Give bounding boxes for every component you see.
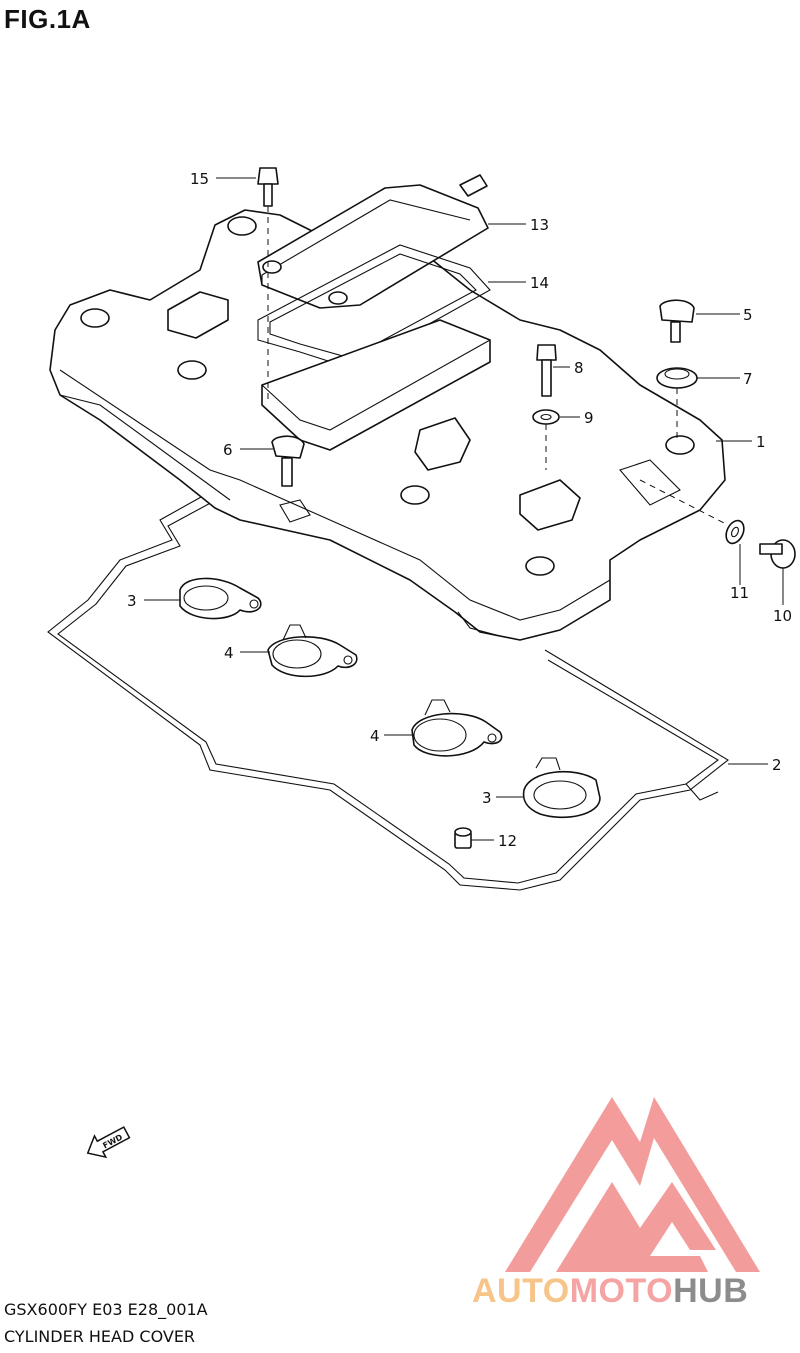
callout-4-front: 4 [224, 644, 234, 662]
cover-bolt-5 [659, 299, 695, 343]
watermark-part2: MOTO [569, 1272, 674, 1310]
callout-3-front: 3 [127, 592, 137, 610]
fwd-arrow-icon: FWD [86, 1126, 131, 1159]
figure-title: FIG.1A [4, 4, 91, 34]
grommet-7 [656, 367, 698, 389]
callout-5: 5 [743, 306, 753, 324]
watermark-wordmark: AUTOMOTOHUB [472, 1272, 748, 1311]
callout-2: 2 [772, 756, 782, 774]
model-code: GSX600FY E03 E28_001A [4, 1300, 208, 1319]
watermark-emblem-icon [505, 1097, 760, 1272]
callout-12: 12 [498, 832, 517, 850]
callout-9: 9 [584, 409, 594, 427]
callouts: 15 13 14 5 7 8 9 1 6 11 10 3 4 4 3 2 12 [127, 170, 792, 850]
callout-14: 14 [530, 274, 549, 292]
callout-7: 7 [743, 370, 753, 388]
callout-4-rear: 4 [370, 727, 380, 745]
leader-lines [144, 177, 784, 841]
dowel-pin [454, 827, 472, 849]
plug-ring-front [267, 624, 358, 678]
washer-9 [532, 409, 560, 425]
callout-11: 11 [730, 584, 749, 602]
plug-seal-rear [522, 757, 601, 818]
cover-bolt-8 [536, 344, 557, 397]
callout-6: 6 [223, 441, 233, 459]
plug-seal-front [179, 577, 262, 620]
head-cover-gasket [47, 491, 729, 891]
callout-10: 10 [773, 607, 792, 625]
breather-cover [257, 174, 489, 309]
breather-bolt [257, 167, 279, 207]
breather-plate [261, 319, 491, 451]
plug-ring-rear [411, 699, 503, 757]
callout-8: 8 [574, 359, 584, 377]
callout-1: 1 [756, 433, 766, 451]
callout-13: 13 [530, 216, 549, 234]
callout-15: 15 [190, 170, 209, 188]
section-name: CYLINDER HEAD COVER [4, 1327, 196, 1346]
callout-3-rear: 3 [482, 789, 492, 807]
cylinder-head-cover [49, 209, 726, 641]
watermark-part3: HUB [673, 1272, 749, 1310]
washer-11 [725, 519, 745, 545]
watermark-part1: AUTO [472, 1272, 570, 1310]
cover-bolt-6 [271, 435, 305, 487]
plug-bolt-10 [759, 539, 796, 569]
